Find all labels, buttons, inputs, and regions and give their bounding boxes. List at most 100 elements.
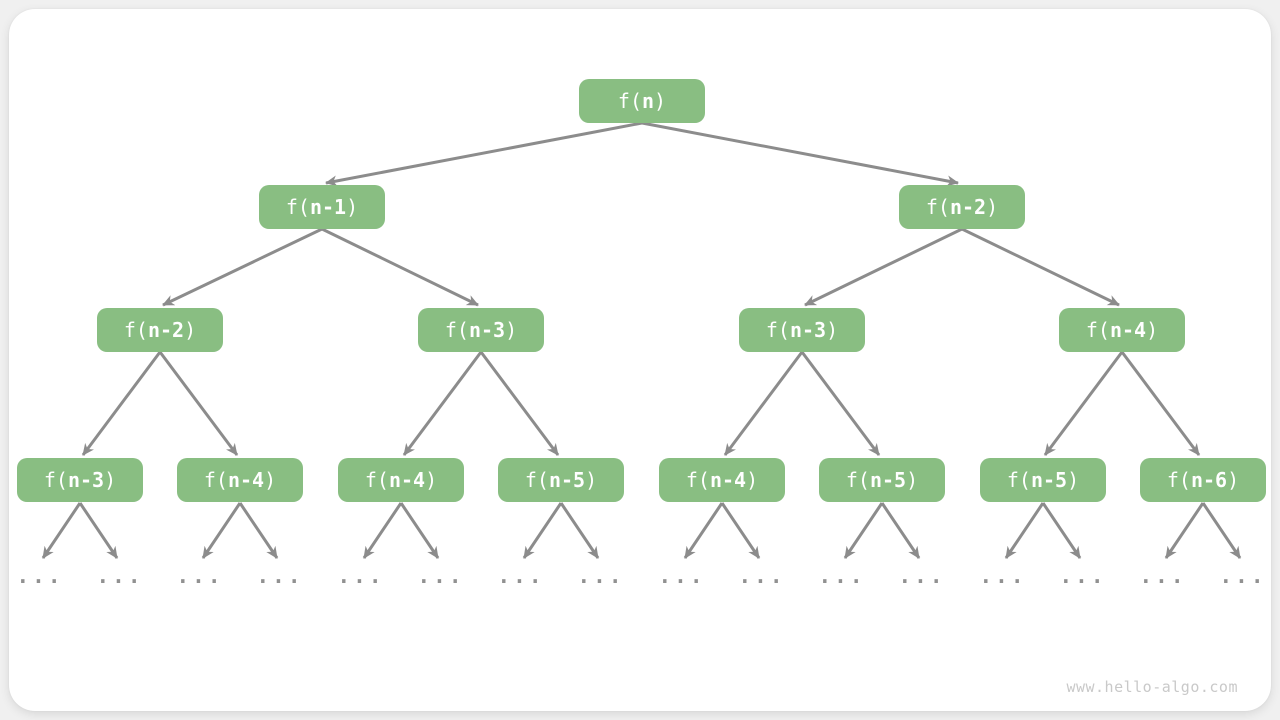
ellipsis: ... bbox=[337, 564, 385, 588]
node-label-arg: n-4 bbox=[388, 468, 426, 492]
node-label-open: f( bbox=[364, 468, 389, 492]
node-label-open: f( bbox=[524, 468, 549, 492]
tree-node: f(n-4) bbox=[659, 458, 785, 502]
node-label-open: f( bbox=[43, 468, 68, 492]
tree-node: f(n-5) bbox=[980, 458, 1106, 502]
edge-line bbox=[321, 227, 479, 307]
node-label-close: ) bbox=[425, 468, 438, 492]
ellipsis: ... bbox=[176, 564, 224, 588]
edge-line bbox=[683, 502, 724, 559]
node-label-close: ) bbox=[264, 468, 277, 492]
edge-line bbox=[479, 351, 560, 456]
node-label-open: f( bbox=[617, 89, 642, 113]
edge-line bbox=[1041, 502, 1082, 559]
node-label-close: ) bbox=[1146, 318, 1159, 342]
node-label-open: f( bbox=[203, 468, 228, 492]
node-label-arg: n-5 bbox=[869, 468, 907, 492]
edge-line bbox=[78, 502, 119, 559]
node-label-arg: n-3 bbox=[67, 468, 105, 492]
ellipsis: ... bbox=[738, 564, 786, 588]
tree-node: f(n-6) bbox=[1140, 458, 1266, 502]
ellipsis: ... bbox=[818, 564, 866, 588]
tree-node: f(n-3) bbox=[418, 308, 544, 352]
node-label-arg: n-1 bbox=[309, 195, 347, 219]
tree-node: f(n-3) bbox=[739, 308, 865, 352]
node-label-close: ) bbox=[346, 195, 359, 219]
node-label-arg: n-2 bbox=[147, 318, 185, 342]
edge-line bbox=[238, 502, 279, 559]
watermark-text: www.hello-algo.com bbox=[1066, 678, 1238, 696]
edge-line bbox=[720, 502, 761, 559]
node-label-arg: n-4 bbox=[1109, 318, 1147, 342]
node-label-open: f( bbox=[1006, 468, 1031, 492]
node-label-open: f( bbox=[123, 318, 148, 342]
node-label-arg: n-2 bbox=[949, 195, 987, 219]
edge-line bbox=[325, 121, 643, 187]
edge-line bbox=[522, 502, 563, 559]
ellipsis: ... bbox=[979, 564, 1027, 588]
edge-line bbox=[880, 502, 921, 559]
edge-line bbox=[201, 502, 242, 559]
node-label-arg: n-4 bbox=[709, 468, 747, 492]
node-label-open: f( bbox=[685, 468, 710, 492]
ellipsis: ... bbox=[497, 564, 545, 588]
node-label-close: ) bbox=[986, 195, 999, 219]
node-label-open: f( bbox=[444, 318, 469, 342]
node-label-close: ) bbox=[1227, 468, 1240, 492]
node-label-arg: n bbox=[642, 89, 655, 113]
ellipsis: ... bbox=[256, 564, 304, 588]
edge-line bbox=[362, 502, 403, 559]
node-label-open: f( bbox=[845, 468, 870, 492]
edge-line bbox=[1164, 502, 1205, 559]
tree-node: f(n-4) bbox=[1059, 308, 1185, 352]
node-label-arg: n-6 bbox=[1190, 468, 1228, 492]
node-label-arg: n-4 bbox=[227, 468, 265, 492]
ellipsis: ... bbox=[1139, 564, 1187, 588]
edge-line bbox=[402, 351, 483, 456]
ellipsis: ... bbox=[577, 564, 625, 588]
tree-node: f(n-4) bbox=[338, 458, 464, 502]
edge-line bbox=[399, 502, 440, 559]
edge-line bbox=[804, 227, 963, 307]
edge-line bbox=[81, 351, 162, 456]
node-label-close: ) bbox=[1067, 468, 1080, 492]
edge-line bbox=[158, 351, 239, 456]
node-label-arg: n-5 bbox=[548, 468, 586, 492]
edge-line bbox=[1004, 502, 1045, 559]
node-label-close: ) bbox=[906, 468, 919, 492]
node-label-arg: n-3 bbox=[468, 318, 506, 342]
ellipsis: ... bbox=[16, 564, 64, 588]
tree-node: f(n-5) bbox=[819, 458, 945, 502]
edge-line bbox=[641, 121, 959, 187]
tree-node: f(n-1) bbox=[259, 185, 385, 229]
tree-node: f(n-3) bbox=[17, 458, 143, 502]
node-label-close: ) bbox=[826, 318, 839, 342]
edge-line bbox=[41, 502, 82, 559]
node-label-close: ) bbox=[184, 318, 197, 342]
node-label-close: ) bbox=[654, 89, 667, 113]
edge-line bbox=[1120, 351, 1201, 456]
edge-line bbox=[162, 227, 323, 307]
edge-line bbox=[1201, 502, 1242, 559]
node-label-arg: n-5 bbox=[1030, 468, 1068, 492]
node-label-open: f( bbox=[1085, 318, 1110, 342]
edge-line bbox=[559, 502, 600, 559]
node-label-close: ) bbox=[505, 318, 518, 342]
ellipsis: ... bbox=[898, 564, 946, 588]
node-label-open: f( bbox=[1166, 468, 1191, 492]
tree-node-root: f(n) bbox=[579, 79, 705, 123]
ellipsis: ... bbox=[96, 564, 144, 588]
ellipsis: ... bbox=[1219, 564, 1267, 588]
node-label-open: f( bbox=[925, 195, 950, 219]
node-label-close: ) bbox=[746, 468, 759, 492]
node-label-open: f( bbox=[765, 318, 790, 342]
tree-node: f(n-2) bbox=[97, 308, 223, 352]
node-label-arg: n-3 bbox=[789, 318, 827, 342]
node-label-close: ) bbox=[585, 468, 598, 492]
tree-node: f(n-2) bbox=[899, 185, 1025, 229]
edge-line bbox=[961, 227, 1120, 307]
tree-node: f(n-5) bbox=[498, 458, 624, 502]
node-label-open: f( bbox=[285, 195, 310, 219]
edge-line bbox=[1043, 351, 1124, 456]
